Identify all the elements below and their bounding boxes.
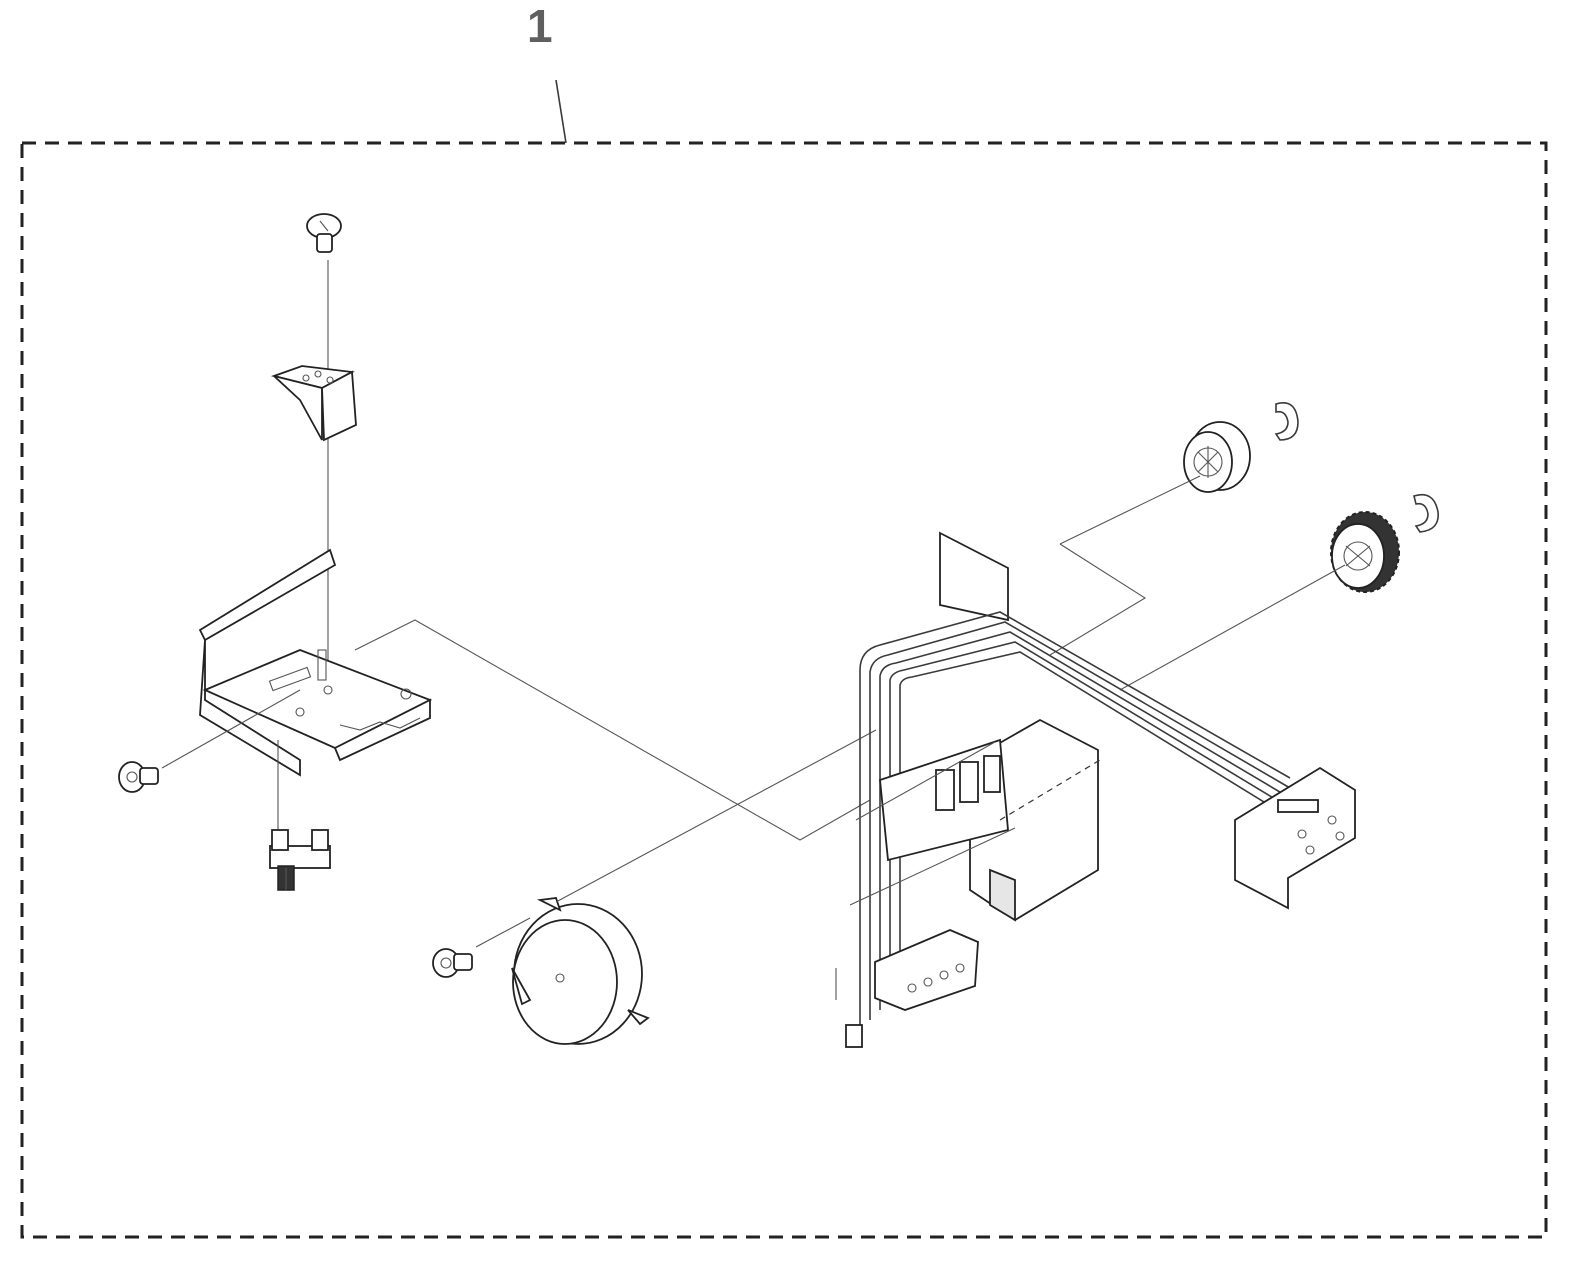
assembly-line-screw-motor <box>475 917 531 948</box>
assembly-line-pulley-a <box>1059 475 1201 545</box>
callout-leader-line <box>555 79 567 144</box>
mounting-bracket <box>198 548 433 777</box>
assembly-line-motor-to-frame <box>555 729 877 903</box>
screw-motor <box>432 948 473 978</box>
pulley-gear <box>1183 421 1251 493</box>
assembly-line-screw-left <box>161 689 301 769</box>
frame-assembly <box>835 531 1356 1048</box>
stepper-motor <box>511 897 650 1045</box>
e-ring-lower <box>1413 493 1439 533</box>
small-bracket <box>270 365 357 442</box>
e-ring-upper <box>1274 402 1299 441</box>
assembly-line-drive-gear <box>1119 564 1346 691</box>
assembly-line-bracket-to-frame <box>354 619 871 841</box>
screw-left <box>118 761 159 793</box>
photo-sensor <box>269 829 331 891</box>
callout-number: 1 <box>527 0 553 52</box>
screw-top <box>306 213 342 253</box>
drive-gear <box>1330 511 1400 593</box>
assembly-line-pulley-b <box>1049 543 1147 656</box>
assembly-boundary <box>20 141 1548 1239</box>
